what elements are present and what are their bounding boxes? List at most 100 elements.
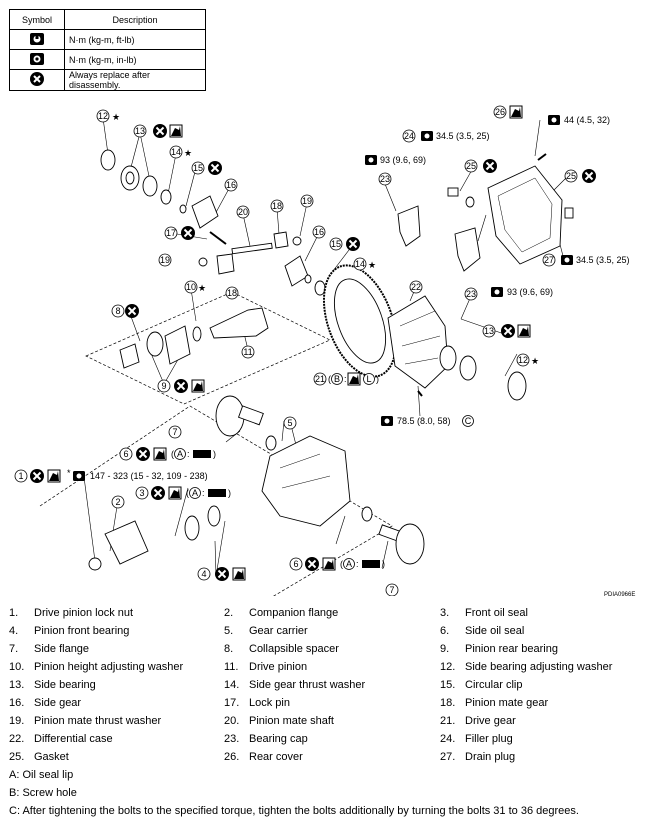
parts-list-item: 22.Differential case [9, 733, 224, 745]
parts-list-item: 14.Side gear thrust washer [224, 679, 440, 691]
part-number: 12. [440, 661, 456, 673]
lock-pin [209, 231, 227, 245]
figure-code: PDIA0966E [604, 592, 636, 598]
svg-text::: : [344, 374, 347, 384]
parts-list-item: 17.Lock pin [224, 697, 440, 709]
parts-list-item: 23.Bearing cap [224, 733, 440, 745]
rear-cover-group [397, 153, 574, 272]
part-name: Rear cover [249, 751, 303, 763]
note-a: A: Oil seal lip [9, 769, 74, 781]
svg-text:): ) [376, 374, 379, 384]
drive-pinion-lock-nut [88, 557, 102, 571]
svg-text:15: 15 [331, 239, 341, 249]
svg-text:2: 2 [115, 497, 120, 507]
part-number: 27. [440, 751, 456, 763]
spec-23-torque: 93 (9.6, 69) [380, 155, 426, 165]
svg-text:(: ( [340, 559, 343, 569]
lubricant-marker-21: L [366, 374, 371, 384]
part-number: 2. [224, 607, 234, 619]
part-name: Pinion height adjusting washer [34, 661, 184, 673]
part-number: 5. [224, 625, 234, 637]
part-name: Collapsible spacer [249, 643, 339, 655]
parts-list-item: 2.Companion flange [224, 607, 440, 619]
part-number: 16. [9, 697, 25, 709]
svg-text:19: 19 [302, 196, 312, 206]
svg-text:(: ( [186, 488, 189, 498]
side-bearing-adjusting-washer-upper [100, 149, 116, 171]
part-name: Side bearing adjusting washer [465, 661, 613, 673]
note-a-marker-6b: A [346, 559, 352, 569]
svg-text:8: 8 [115, 306, 120, 316]
part-number: 6. [440, 625, 450, 637]
parts-list-item: 21.Drive gear [440, 715, 649, 727]
part-number: 25. [9, 751, 25, 763]
parts-list-item: 4.Pinion front bearing [9, 625, 224, 637]
part-number: 1. [9, 607, 19, 619]
svg-text:3: 3 [139, 488, 144, 498]
exploded-view-diagram: 12 13 14 15 16 17 20 18 19 16 15 14 19 1… [14, 105, 630, 596]
part-name: Bearing cap [249, 733, 308, 745]
svg-text:19: 19 [160, 255, 170, 265]
svg-text:): ) [228, 488, 231, 498]
parts-list-item: 3.Front oil seal [440, 607, 649, 619]
side-oil-seal-upper [265, 435, 277, 451]
part-number: 18. [440, 697, 456, 709]
part-name: Pinion mate shaft [249, 715, 334, 727]
svg-text:5: 5 [287, 418, 292, 428]
svg-text::: : [202, 488, 205, 498]
note-a-marker-3: A [192, 488, 198, 498]
svg-text:14: 14 [171, 147, 181, 157]
part-name: Gasket [34, 751, 69, 763]
part-name: Drive pinion [249, 661, 308, 673]
spec-22-torque: 78.5 (8.0, 58) [397, 416, 451, 426]
parts-list-item: 20. Pinion mate shaft [224, 715, 440, 727]
svg-text:12: 12 [98, 111, 108, 121]
torque-wrench-inlb-icon [30, 52, 44, 65]
svg-text:25: 25 [566, 171, 576, 181]
svg-text:23: 23 [380, 174, 390, 184]
note-c: C: After tightening the bolts to the spe… [9, 805, 579, 817]
drain-plug [564, 207, 574, 219]
parts-list-item: 13.Side bearing [9, 679, 224, 691]
svg-text:27: 27 [544, 255, 554, 265]
part-name: Front oil seal [465, 607, 528, 619]
parts-list-item: 27.Drain plug [440, 751, 649, 763]
part-number: 15. [440, 679, 456, 691]
part-number: 24. [440, 733, 456, 745]
bearing-cap-lower [454, 227, 481, 272]
svg-text:11: 11 [243, 347, 252, 357]
svg-text:21: 21 [315, 374, 325, 384]
part-name: Gear carrier [249, 625, 308, 637]
parts-list-item: 18.Pinion mate gear [440, 697, 649, 709]
svg-text:7: 7 [389, 585, 394, 595]
svg-text:18: 18 [227, 288, 237, 298]
svg-text:★: ★ [531, 356, 539, 366]
svg-text::: : [356, 559, 359, 569]
part-number: 20. [224, 715, 240, 727]
gasket [465, 196, 475, 208]
svg-text:16: 16 [226, 180, 236, 190]
svg-text:14: 14 [355, 259, 365, 269]
svg-text:★: ★ [368, 260, 376, 270]
svg-text:): ) [213, 449, 216, 459]
torque-wrench-icon [30, 32, 44, 45]
note-b-marker-21: B [334, 374, 340, 384]
svg-text:6: 6 [293, 559, 298, 569]
pinion-mate-thrust-washer-left [198, 257, 208, 267]
part-number: 17. [224, 697, 240, 709]
part-number: 14. [224, 679, 240, 691]
notes: A: Oil seal lip B: Screw hole C: After t… [9, 766, 579, 820]
part-name: Side oil seal [465, 625, 525, 637]
svg-text:20: 20 [238, 207, 248, 217]
spec-1-torque: 147 - 323 (15 - 32, 109 - 238) [90, 471, 208, 481]
parts-list-item: 8.Collapsible spacer [224, 643, 440, 655]
pinion-mate-thrust-washer-right [292, 236, 302, 246]
svg-text:(: ( [171, 449, 174, 459]
parts-list-item: 15.Circular clip [440, 679, 649, 691]
gear-carrier [261, 435, 351, 527]
